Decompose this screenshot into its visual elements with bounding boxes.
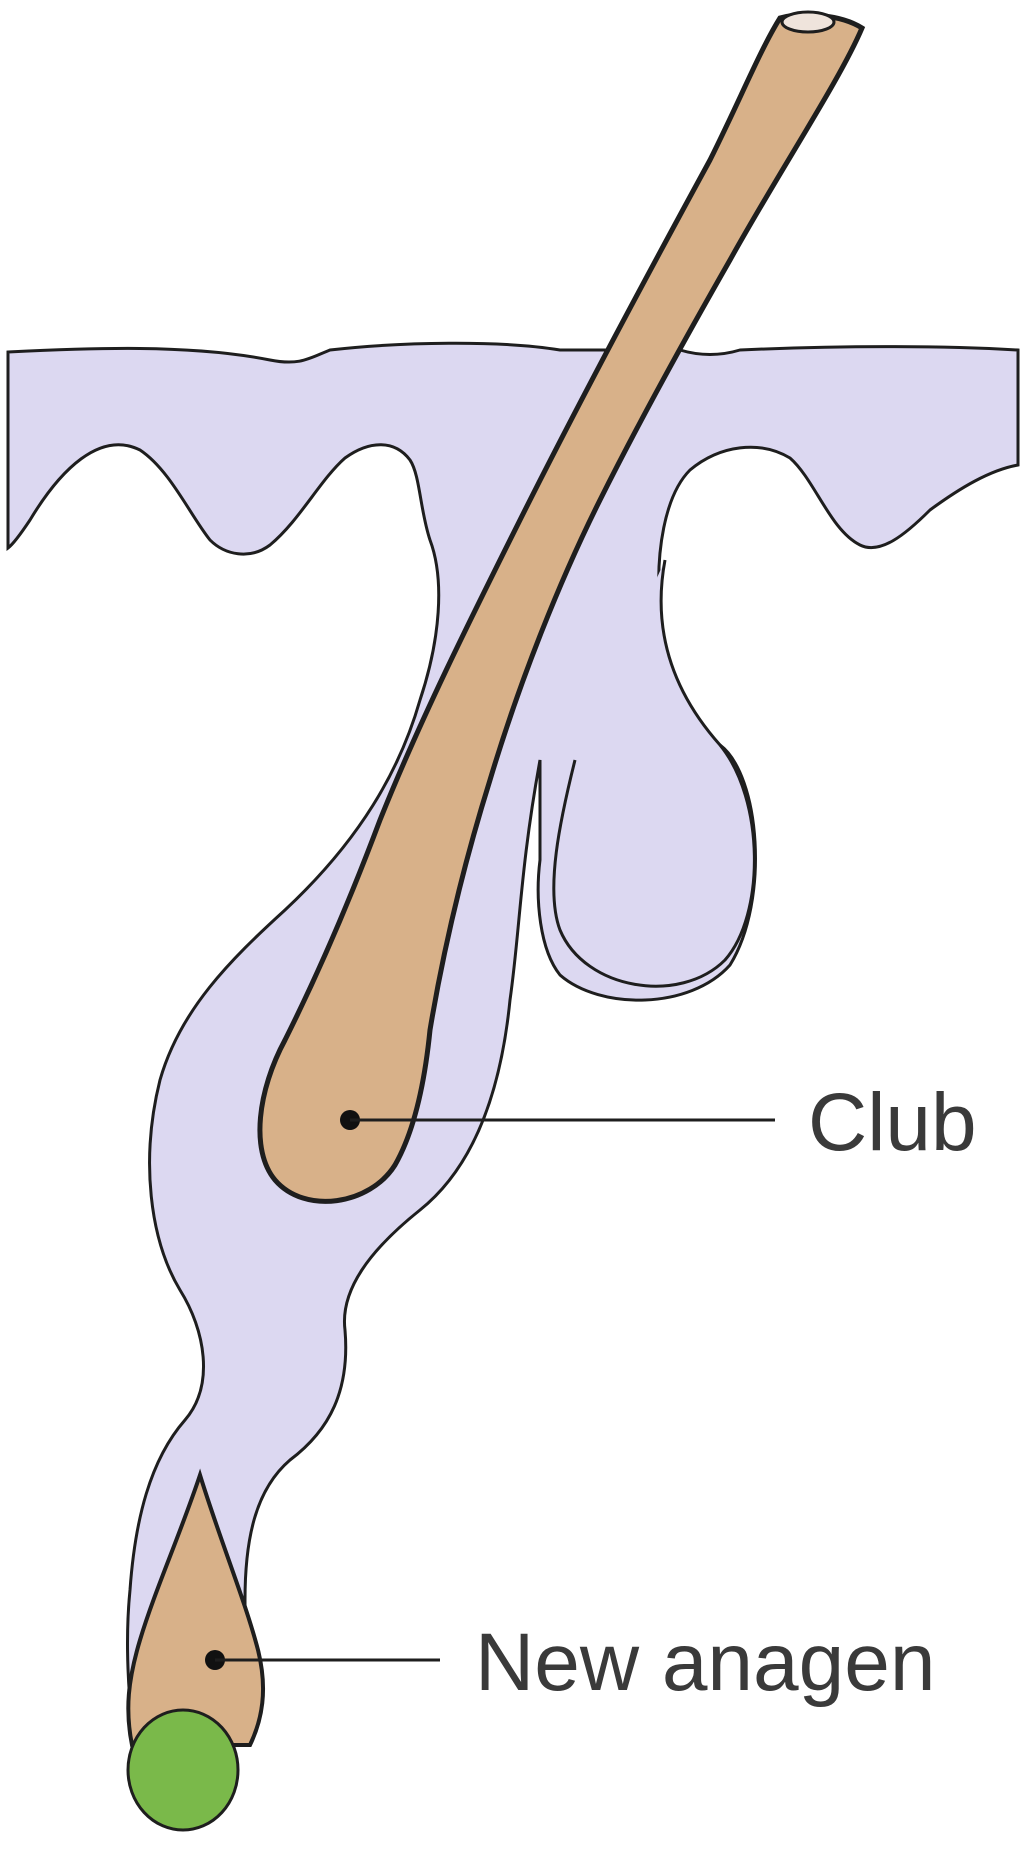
new-anagen-label: New anagen bbox=[475, 1617, 935, 1708]
dermal-papilla bbox=[126, 1708, 240, 1832]
epidermis bbox=[6, 341, 1020, 1742]
hair-tip bbox=[780, 10, 836, 34]
club-label: Club bbox=[808, 1077, 977, 1168]
hair-shaft bbox=[257, 12, 866, 1204]
sebaceous-gland bbox=[552, 559, 756, 988]
